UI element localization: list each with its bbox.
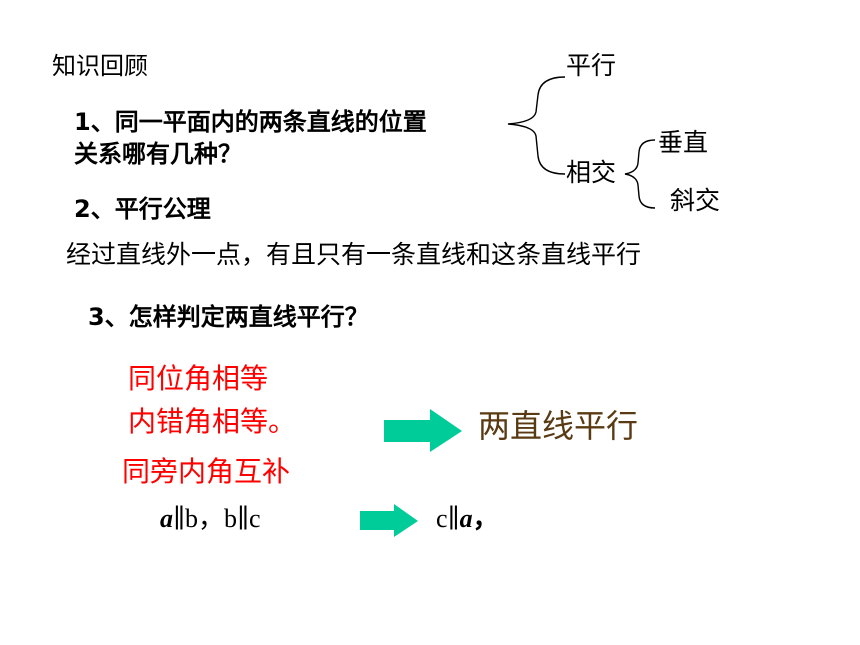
sub-brace (624, 139, 656, 209)
conclusion-lines-parallel: 两直线平行 (478, 407, 639, 445)
question-3: 3、怎样判定两直线平行？ (88, 303, 369, 331)
condition-corresponding-angles: 同位角相等 (128, 362, 269, 395)
transitive-result: c∥a， (436, 503, 499, 535)
result-var-a: a (459, 504, 473, 533)
var-a: a (160, 504, 173, 533)
transitive-statement: a∥b，b∥c (160, 503, 261, 535)
condition-supplementary-angles: 同旁内角互补 (122, 455, 291, 488)
question-2: 2、平行公理 (74, 195, 211, 223)
main-brace (507, 76, 566, 175)
condition-alternate-angles: 内错角相等。 (128, 405, 297, 438)
question-1-line-2: 关系哪有几种？ (74, 140, 242, 168)
result-c-parallel: c∥ (436, 504, 460, 533)
review-title: 知识回顾 (52, 52, 148, 80)
relation-perpendicular: 垂直 (658, 128, 709, 157)
relation-oblique: 斜交 (670, 186, 721, 215)
question-1-line-1: 1、同一平面内的两条直线的位置 (74, 108, 427, 136)
arrow-right-icon (384, 409, 462, 452)
result-comma: ， (472, 504, 499, 534)
parallel-axiom: 经过直线外一点，有且只有一条直线和这条直线平行 (66, 240, 642, 269)
arrow-right-small-icon (360, 504, 418, 537)
relation-intersect: 相交 (566, 158, 617, 187)
relation-parallel: 平行 (566, 51, 617, 80)
transitive-middle: ∥b，b∥c (173, 504, 261, 533)
